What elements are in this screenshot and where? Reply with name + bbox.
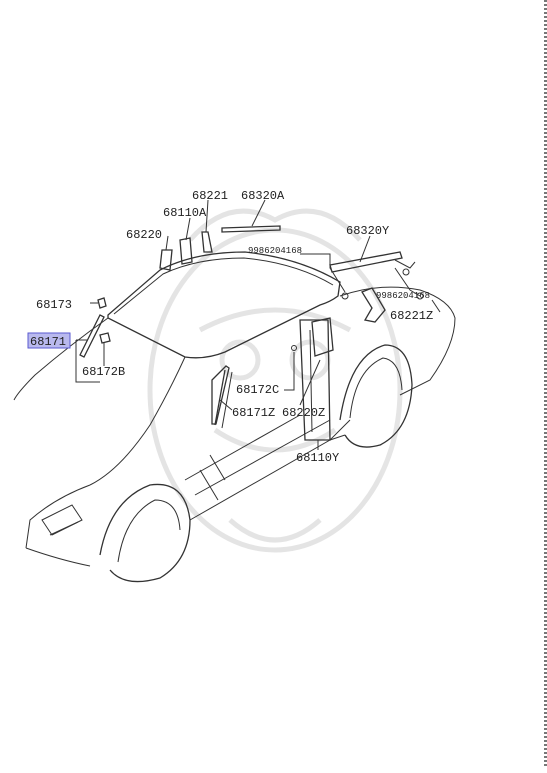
label-68171[interactable]: 68171 [30,335,66,349]
label-68221[interactable]: 68221 [192,189,228,203]
label-68110Y[interactable]: 68110Y [296,451,339,465]
trim-68220-shape [159,249,173,271]
label-68172C[interactable]: 68172C [236,383,279,397]
page-edge [544,0,547,768]
molding-68171-shape [79,314,105,358]
part-labels: 68221 68320A 68110A 68220 68320Y 9986204… [30,189,433,465]
watermark-emblem [147,208,403,553]
label-68110A[interactable]: 68110A [163,206,207,220]
clip-68172B-shape [99,332,111,344]
label-9986204168-upper[interactable]: 9986204168 [248,246,302,256]
leader-lines [75,199,441,450]
strip-68320A-shape [221,225,281,233]
label-68172B[interactable]: 68172B [82,365,125,379]
cover-68220Z-shape [311,317,334,357]
label-68220Z[interactable]: 68220Z [282,406,325,420]
label-68320Y[interactable]: 68320Y [346,224,389,238]
label-68173[interactable]: 68173 [36,298,72,312]
label-68221Z[interactable]: 68221Z [390,309,433,323]
trim-68221Z-shape [361,287,386,323]
label-68320A[interactable]: 68320A [241,189,285,203]
clip-68173-shape [97,297,107,309]
label-68220[interactable]: 68220 [126,228,162,242]
label-68171Z[interactable]: 68171Z [232,406,275,420]
clip-68221-shape [201,231,213,253]
molding-68171Z-shape [211,365,230,425]
selected-part-highlight [27,332,71,349]
part-graphics [79,225,424,425]
label-9986204168-lower[interactable]: 9986204168 [376,291,430,301]
